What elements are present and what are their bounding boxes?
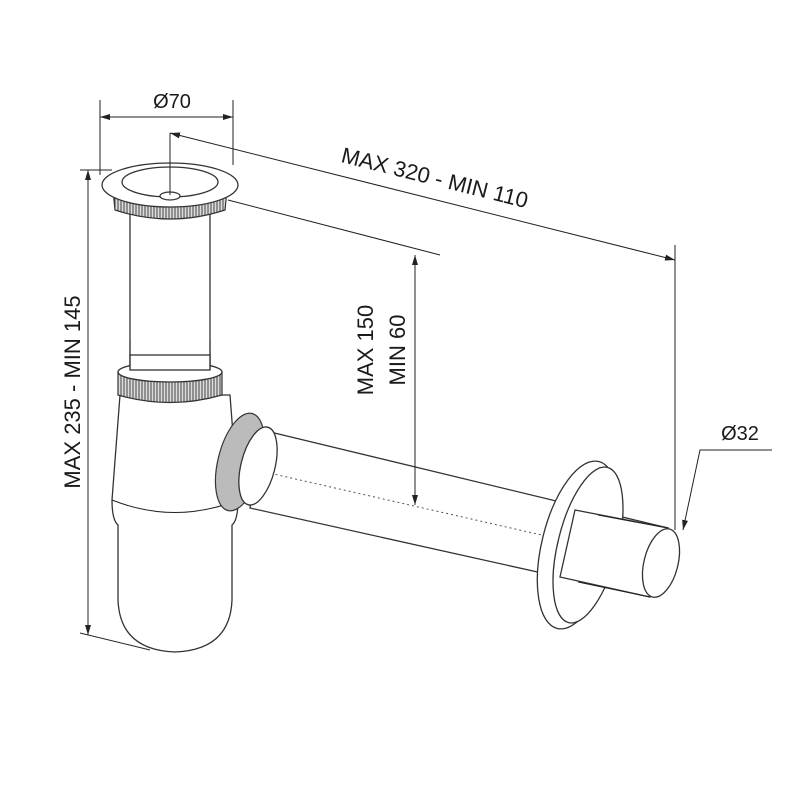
svg-text:MAX 235 - MIN 145: MAX 235 - MIN 145 — [60, 295, 85, 488]
trap-body — [101, 162, 681, 653]
dimension-vertical-offset: MAX 150 MIN 60 — [227, 199, 441, 505]
svg-text:Ø32: Ø32 — [721, 423, 759, 445]
svg-text:Ø70: Ø70 — [153, 91, 191, 113]
tail-pipe — [129, 204, 211, 376]
svg-text:MIN 60: MIN 60 — [385, 315, 410, 386]
svg-text:MAX 320 - MIN 110: MAX 320 - MIN 110 — [339, 142, 531, 213]
dimension-pipe-diameter: Ø32 — [682, 423, 772, 531]
dimension-flange-diameter: Ø70 — [99, 91, 234, 175]
dimension-total-height: MAX 235 - MIN 145 — [60, 169, 151, 651]
svg-text:MAX 150: MAX 150 — [353, 305, 378, 396]
pipe-end — [641, 528, 681, 598]
